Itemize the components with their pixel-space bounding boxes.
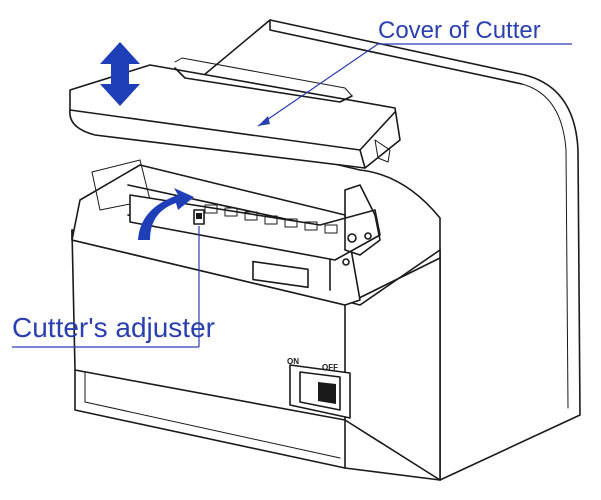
switch-on-label: ON <box>287 357 299 366</box>
adjuster-callout: Cutter's adjuster <box>12 226 215 348</box>
paper-compartment <box>71 159 381 306</box>
power-switch: ON OFF <box>287 357 351 419</box>
adjuster-label: Cutter's adjuster <box>12 312 215 343</box>
switch-off-label: OFF <box>322 363 338 372</box>
rotate-arrow-icon <box>138 188 194 240</box>
cutter-cover <box>69 57 401 169</box>
cover-callout: Cover of Cutter <box>257 17 572 127</box>
up-down-arrow-icon <box>100 42 140 106</box>
cover-label: Cover of Cutter <box>378 17 541 44</box>
